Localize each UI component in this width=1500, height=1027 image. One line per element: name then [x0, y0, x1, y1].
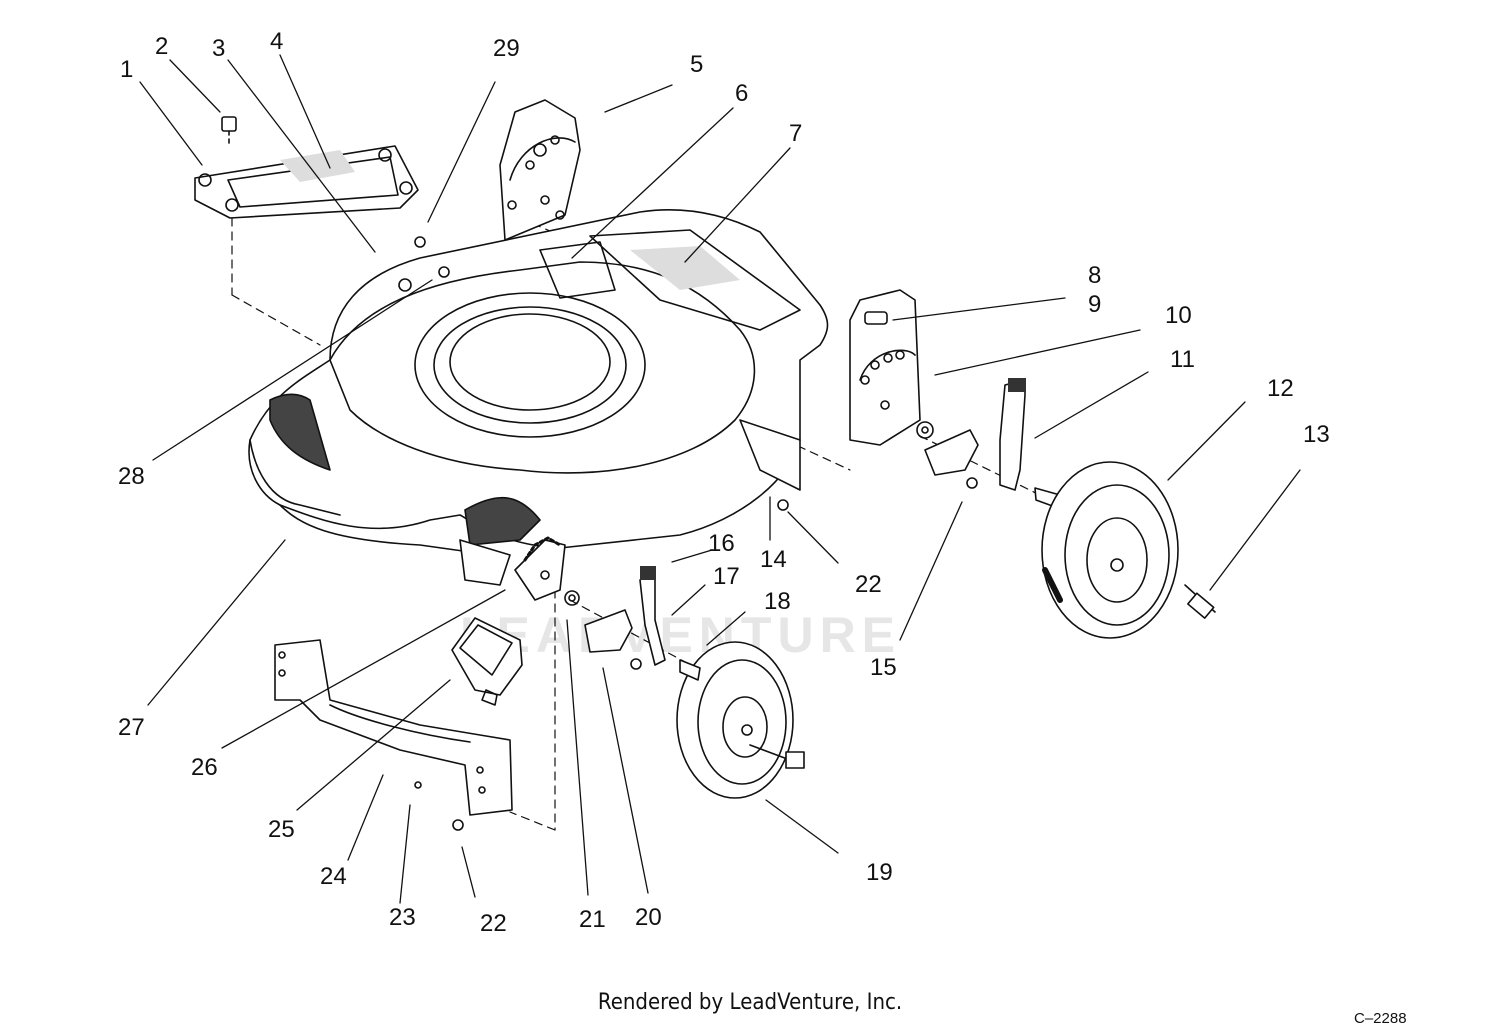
- callout-7: 7: [789, 120, 803, 147]
- callout-23: 23: [389, 904, 416, 931]
- callout-20: 20: [635, 904, 662, 931]
- height-adjuster-part: [514, 536, 566, 601]
- callout-15: 15: [870, 654, 897, 681]
- drawing-number: C–2288: [1354, 1010, 1407, 1027]
- front-lever-part: [564, 566, 701, 681]
- callout-25: 25: [268, 816, 295, 843]
- callout-29: 29: [493, 35, 520, 62]
- callout-6: 6: [735, 80, 749, 107]
- callout-10: 10: [1165, 302, 1192, 329]
- rear-lever-part: [916, 378, 1061, 509]
- callout-13: 13: [1303, 421, 1330, 448]
- callout-8: 8: [1088, 262, 1102, 289]
- callout-22a: 22: [855, 571, 882, 598]
- callout-17: 17: [713, 563, 740, 590]
- mower-deck-part: [248, 208, 829, 586]
- front-wheel-part: [676, 641, 805, 799]
- callout-21: 21: [579, 906, 606, 933]
- callout-26: 26: [191, 754, 218, 781]
- rear-wheel-part: [1041, 461, 1216, 639]
- footer-credit: Rendered by LeadVenture, Inc.: [597, 990, 903, 1015]
- callout-19: 19: [866, 859, 893, 886]
- callout-5: 5: [690, 51, 704, 78]
- callout-9: 9: [1088, 291, 1102, 318]
- height-bracket-part: [499, 99, 581, 241]
- callout-2: 2: [155, 33, 169, 60]
- callout-11: 11: [1170, 346, 1195, 373]
- callout-16: 16: [708, 530, 735, 557]
- funnel-part: [451, 617, 523, 706]
- callout-1: 1: [120, 56, 134, 83]
- plate-part: [194, 116, 419, 219]
- callout-4: 4: [270, 28, 284, 55]
- callout-12: 12: [1267, 375, 1294, 402]
- rear-bracket-part: [849, 289, 921, 446]
- callout-22b: 22: [480, 910, 507, 937]
- watermark: LEADVENTURE: [460, 607, 902, 663]
- callout-3: 3: [212, 35, 226, 62]
- callout-27: 27: [118, 714, 145, 741]
- callout-28: 28: [118, 463, 145, 490]
- callout-24: 24: [320, 863, 347, 890]
- callout-18: 18: [764, 588, 791, 615]
- callout-14: 14: [760, 546, 787, 573]
